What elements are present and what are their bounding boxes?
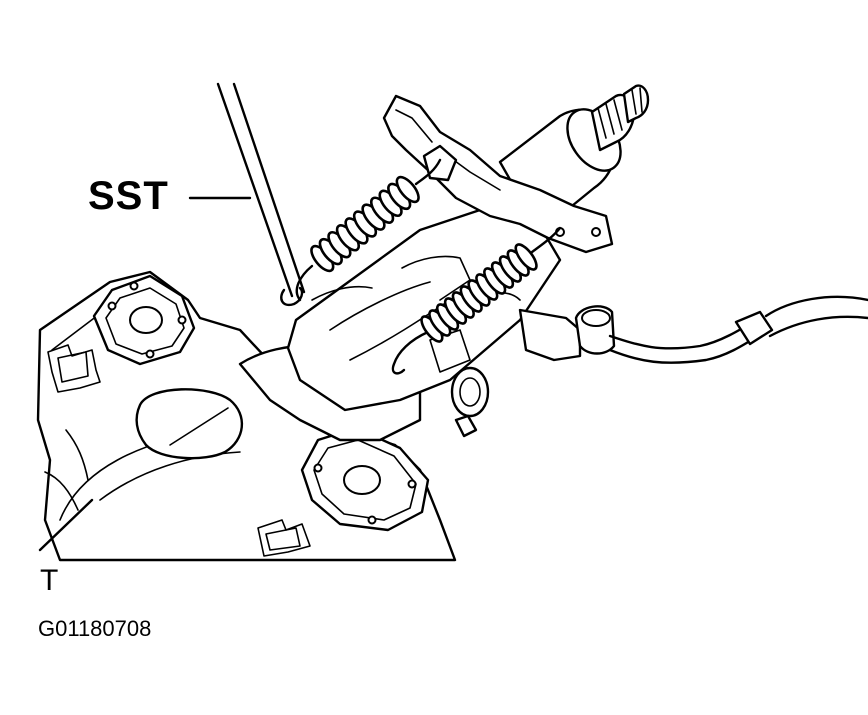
part-t-label: T (40, 564, 59, 597)
column-housing (238, 208, 562, 442)
sst-tool (188, 82, 306, 307)
lock-boss (450, 366, 490, 438)
mounting-pad-left (92, 274, 196, 366)
connector-and-harness (518, 295, 868, 364)
lower-tension-spring (391, 226, 562, 375)
figure-code: G01180708 (38, 616, 152, 641)
spring-coil (514, 243, 538, 271)
t-leader-line (38, 498, 94, 552)
sst-label: SST (88, 174, 169, 218)
upper-tension-spring (295, 158, 442, 302)
spring-coil (395, 175, 420, 204)
mounting-pad-right (300, 426, 430, 532)
